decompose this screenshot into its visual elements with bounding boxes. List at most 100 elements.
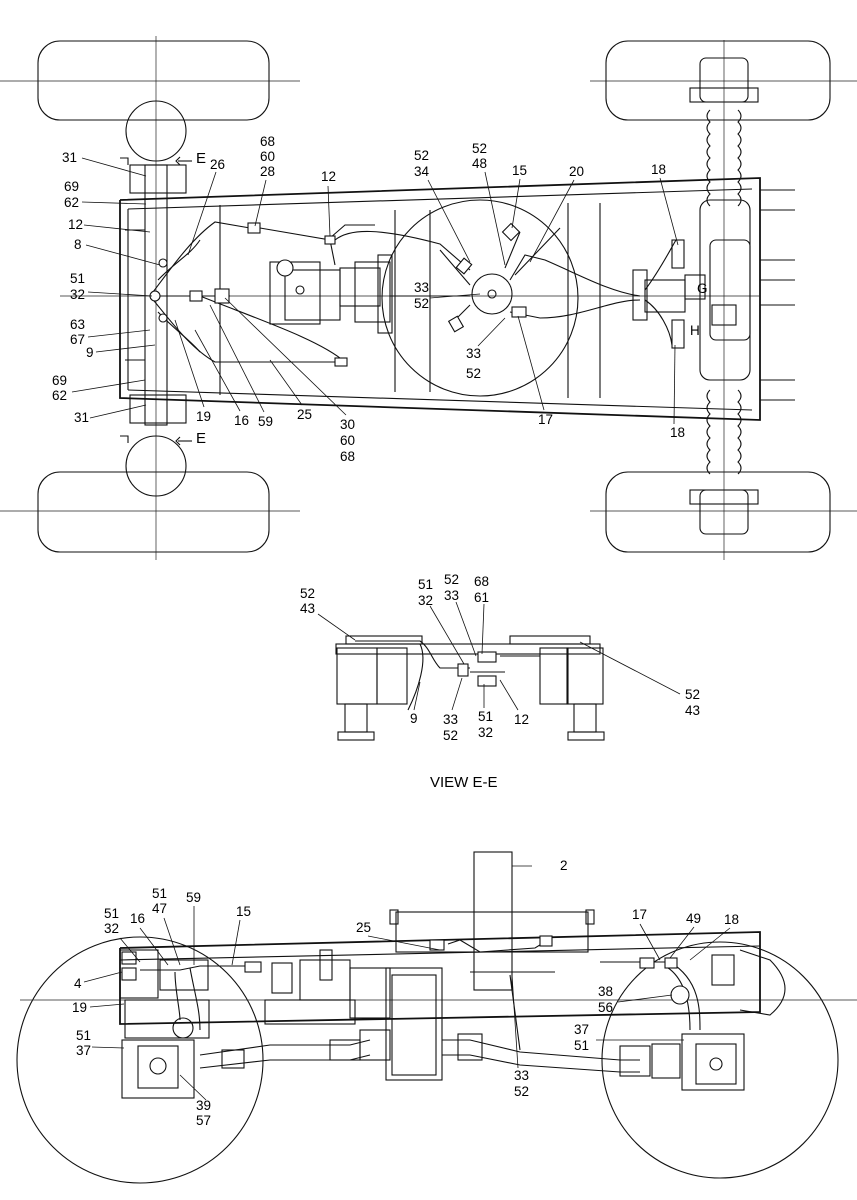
- callout-25: 25: [297, 407, 312, 422]
- callout-52: 52: [472, 141, 487, 156]
- left-hub-circle: [125, 100, 187, 162]
- callout-19: 19: [196, 409, 211, 424]
- column-2: [473, 851, 513, 991]
- section-view-e-e: VIEW E-E: [317, 601, 681, 791]
- leader-lines-bottom: [83, 865, 731, 1101]
- callout-12: 12: [321, 169, 336, 184]
- transmission-block: [264, 949, 443, 1081]
- callout-4: 4: [74, 976, 82, 991]
- callout-52: 52: [466, 366, 481, 381]
- callout-26: 26: [210, 157, 225, 172]
- rear-axle-housing: [689, 40, 759, 560]
- callout-28: 28: [260, 164, 275, 179]
- leader-lines-top: [71, 157, 679, 425]
- callout-51: 51: [152, 886, 167, 901]
- callout-51: 51: [478, 709, 493, 724]
- callout-51: 51: [70, 271, 85, 286]
- callout-9: 9: [410, 711, 418, 726]
- callout-52: 52: [443, 728, 458, 743]
- callout-33: 33: [414, 280, 429, 295]
- callout-31: 31: [74, 410, 89, 425]
- callout-57: 57: [196, 1113, 211, 1128]
- callout-68: 68: [260, 134, 275, 149]
- callout-16: 16: [234, 413, 249, 428]
- steering-hoses-left: [125, 221, 348, 367]
- callout-51: 51: [104, 906, 119, 921]
- callout-32: 32: [104, 921, 119, 936]
- callout-33: 33: [444, 588, 459, 603]
- section-mark-e-bottom: E: [196, 430, 206, 447]
- callout-63: 63: [70, 317, 85, 332]
- callout-30: 30: [340, 417, 355, 432]
- leader-lines-mid: [317, 601, 681, 711]
- callout-25: 25: [356, 920, 371, 935]
- callout-47: 47: [152, 901, 167, 916]
- callout-12: 12: [514, 712, 529, 727]
- callout-69: 69: [64, 179, 79, 194]
- rear-right-wheel: [590, 471, 857, 553]
- drive-shaft-front: [199, 1029, 391, 1069]
- callout-17: 17: [632, 907, 647, 922]
- callout-18: 18: [651, 162, 666, 177]
- callout-37: 37: [574, 1022, 589, 1037]
- right-spring-bracket: [566, 647, 604, 705]
- section-marker-top: E: [120, 150, 206, 167]
- front-axle-assembly: [119, 949, 210, 1099]
- callout-51: 51: [76, 1028, 91, 1043]
- callout-60: 60: [340, 433, 355, 448]
- callout-32: 32: [70, 287, 85, 302]
- callout-43: 43: [300, 601, 315, 616]
- callout-52: 52: [414, 296, 429, 311]
- callout-8: 8: [74, 237, 82, 252]
- callout-19: 19: [72, 1000, 87, 1015]
- turntable-bearing: [395, 911, 589, 953]
- callout-32: 32: [478, 725, 493, 740]
- callout-H: H: [690, 323, 700, 338]
- callout-31: 31: [62, 150, 77, 165]
- callout-38: 38: [598, 984, 613, 999]
- callout-39: 39: [196, 1098, 211, 1113]
- rear-wheel-outline: [601, 941, 839, 1179]
- callout-68: 68: [474, 574, 489, 589]
- callout-12: 12: [68, 217, 83, 232]
- callout-9: 9: [86, 345, 94, 360]
- callout-G: G: [697, 281, 708, 296]
- front-wheel-outline: [16, 936, 264, 1184]
- callout-2: 2: [560, 858, 568, 873]
- callout-69: 69: [52, 373, 67, 388]
- turntable-ring: [381, 199, 579, 397]
- callout-56: 56: [598, 1000, 613, 1015]
- callout-62: 62: [64, 195, 79, 210]
- callout-61: 61: [474, 590, 489, 605]
- side-elevation-view: [16, 851, 857, 1184]
- callout-52: 52: [414, 148, 429, 163]
- rear-left-wheel: [0, 471, 300, 553]
- top-plan-view: E E: [0, 36, 857, 560]
- callout-68: 68: [340, 449, 355, 464]
- right-hub-circle: [125, 435, 187, 497]
- callout-37: 37: [76, 1043, 91, 1058]
- callout-16: 16: [130, 911, 145, 926]
- callout-18: 18: [670, 425, 685, 440]
- callout-15: 15: [512, 163, 527, 178]
- callout-52: 52: [514, 1084, 529, 1099]
- callout-52: 52: [444, 572, 459, 587]
- callout-59: 59: [258, 414, 273, 429]
- callout-67: 67: [70, 332, 85, 347]
- callout-51: 51: [418, 577, 433, 592]
- callout-34: 34: [414, 164, 430, 179]
- section-marker-bottom: E: [120, 430, 206, 447]
- rear-hoses: [501, 222, 737, 349]
- callout-43: 43: [685, 703, 700, 718]
- upper-king-pin-block: [129, 164, 187, 194]
- callout-52: 52: [685, 687, 700, 702]
- callout-49: 49: [686, 911, 701, 926]
- callout-18: 18: [724, 912, 739, 927]
- front-left-wheel: [0, 40, 300, 121]
- callout-33: 33: [466, 346, 481, 361]
- callout-59: 59: [186, 890, 201, 905]
